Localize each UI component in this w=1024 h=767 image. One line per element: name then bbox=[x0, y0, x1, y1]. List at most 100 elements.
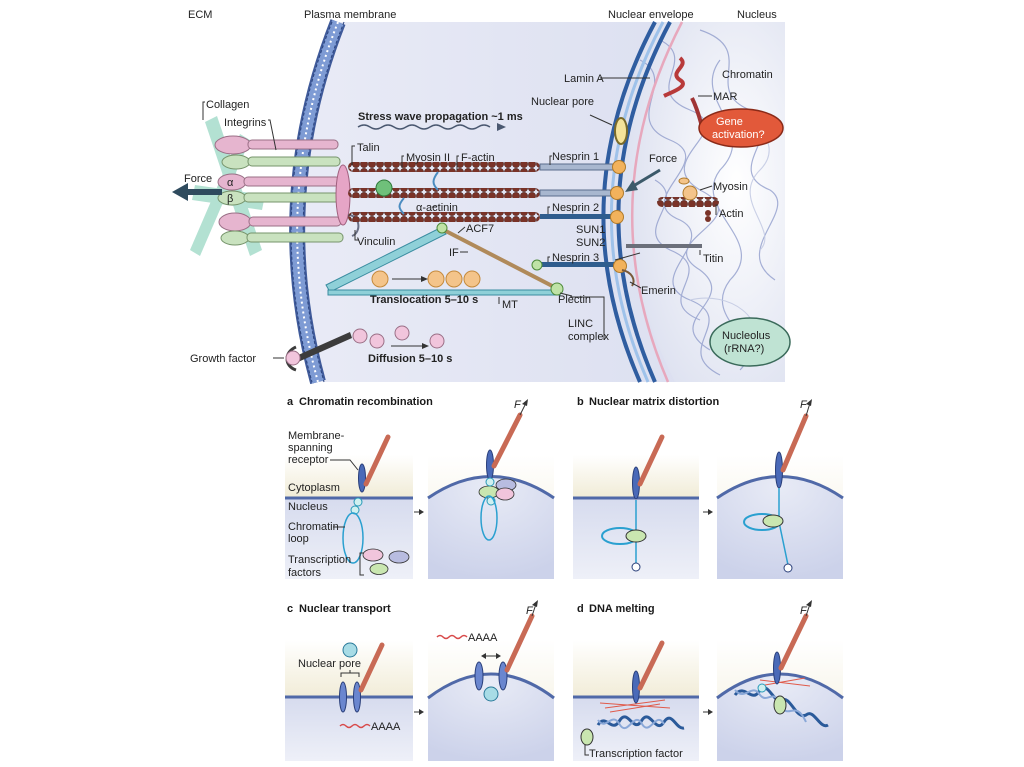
label-nesprin2: Nesprin 2 bbox=[552, 202, 599, 214]
label-actin: Actin bbox=[719, 208, 743, 220]
panel-b: b Nuclear matrix distortion F bbox=[573, 396, 844, 579]
label-plectin: Plectin bbox=[558, 294, 591, 306]
label-myosin-ii: Myosin II bbox=[406, 152, 450, 164]
gene-activation-bubble bbox=[698, 108, 784, 148]
label-f-actin: F-actin bbox=[461, 152, 495, 164]
panel-d-title: DNA melting bbox=[589, 603, 655, 615]
panel-d-force: F bbox=[800, 605, 808, 617]
intermediate-filament bbox=[439, 226, 561, 292]
panel-d: d DNA melting Transcription factor F bbox=[573, 600, 844, 761]
cargo-before bbox=[342, 642, 358, 658]
growth-factor-receptor bbox=[285, 332, 352, 372]
panel-c: c Nuclear transport Nuclear pore AAAA F … bbox=[285, 600, 555, 761]
nuclear-myosin bbox=[682, 185, 698, 201]
panel-a-cytoplasm: Cytoplasm bbox=[288, 482, 340, 494]
emerin bbox=[621, 269, 635, 287]
label-beta: β bbox=[227, 193, 233, 205]
alpha-actinin bbox=[432, 171, 439, 191]
myosin-ii bbox=[375, 179, 393, 197]
label-mt: MT bbox=[502, 299, 518, 311]
panel-a: a Chromatin recombination Membrane- span… bbox=[285, 396, 555, 579]
nuclear-pore bbox=[614, 117, 628, 145]
panel-c-letter: c bbox=[287, 603, 293, 615]
panel-d-letter: d bbox=[577, 603, 584, 615]
nuclear-envelope bbox=[601, 21, 684, 383]
nucleolus bbox=[709, 317, 791, 367]
label-talin: Talin bbox=[357, 142, 380, 154]
label-lamin-a: Lamin A bbox=[564, 73, 604, 85]
panel-a-tf-1: Transcription bbox=[288, 554, 351, 566]
label-sun1: SUN1 bbox=[576, 224, 605, 236]
label-force-nuclear: Force bbox=[649, 153, 677, 165]
label-nesprin1: Nesprin 1 bbox=[552, 151, 599, 163]
panel-c-force: F bbox=[526, 605, 534, 617]
translocating-cargo bbox=[371, 270, 481, 288]
label-nesprin3: Nesprin 3 bbox=[552, 252, 599, 264]
panel-a-receptor-2: spanning bbox=[288, 442, 333, 454]
titin bbox=[626, 244, 702, 248]
label-collagen: Collagen bbox=[206, 99, 249, 111]
panel-a-letter: a bbox=[287, 396, 294, 408]
panel-a-title: Chromatin recombination bbox=[299, 396, 433, 408]
panel-b-title: Nuclear matrix distortion bbox=[589, 396, 719, 408]
label-nuclear-envelope: Nuclear envelope bbox=[608, 9, 694, 21]
annotation-stress-wave: Stress wave propagation ~1 ms bbox=[358, 111, 523, 123]
label-nucleolus-2: (rRNA?) bbox=[724, 343, 764, 355]
panel-a-tf-2: factors bbox=[288, 567, 322, 579]
label-alpha-actinin: α-actinin bbox=[416, 202, 458, 214]
panel-d-transcription-factor: Transcription factor bbox=[589, 748, 683, 760]
label-vinculin: Vinculin bbox=[357, 236, 395, 248]
label-myosin: Myosin bbox=[713, 181, 748, 193]
panel-a-force: F bbox=[514, 399, 522, 411]
label-titin: Titin bbox=[703, 253, 723, 265]
main-panel: ECM Plasma membrane Nuclear envelope Nuc… bbox=[172, 9, 791, 385]
label-gene-activation-2: activation? bbox=[712, 129, 765, 141]
force-arrow-nuclear bbox=[625, 168, 661, 192]
leader-lines bbox=[202, 77, 718, 359]
label-integrins: Integrins bbox=[224, 117, 267, 129]
label-linc-line2: complex bbox=[568, 331, 609, 343]
label-acf7: ACF7 bbox=[466, 223, 494, 235]
stress-wave bbox=[357, 124, 491, 130]
label-emerin: Emerin bbox=[641, 285, 676, 297]
panel-a-chromatin-2: loop bbox=[288, 533, 309, 545]
label-mar: MAR bbox=[713, 91, 738, 103]
cargo-after bbox=[483, 686, 499, 702]
chromatin-red-segment bbox=[663, 56, 685, 98]
label-nucleolus-1: Nucleolus bbox=[722, 330, 771, 342]
panel-a-receptor-3: receptor bbox=[288, 454, 329, 466]
panel-a-chromatin-1: Chromatin bbox=[288, 521, 339, 533]
label-sun2: SUN2 bbox=[576, 237, 605, 249]
label-growth-factor: Growth factor bbox=[190, 353, 256, 365]
nuclear-actin bbox=[657, 197, 719, 207]
annotation-diffusion: Diffusion 5–10 s bbox=[368, 353, 452, 365]
label-force-left: Force bbox=[184, 173, 212, 185]
panel-c-title: Nuclear transport bbox=[299, 603, 391, 615]
label-alpha: α bbox=[227, 177, 234, 189]
label-linc-line1: LINC bbox=[568, 318, 593, 330]
label-ecm: ECM bbox=[188, 9, 212, 21]
diffusing-molecules bbox=[352, 325, 445, 349]
panel-a-nucleus: Nucleus bbox=[288, 501, 328, 513]
linc-complexes bbox=[610, 160, 627, 273]
panel-c-polya-before: AAAA bbox=[371, 721, 401, 733]
plectin bbox=[550, 282, 564, 296]
panel-a-receptor-1: Membrane- bbox=[288, 430, 345, 442]
panel-c-nuclear-pore: Nuclear pore bbox=[298, 658, 361, 670]
dna-helix-before bbox=[596, 715, 685, 730]
panel-b-letter: b bbox=[577, 396, 584, 408]
force-arrow-left bbox=[172, 183, 222, 201]
label-if: IF bbox=[449, 247, 459, 259]
label-nucleus: Nucleus bbox=[737, 9, 777, 21]
label-chromatin: Chromatin bbox=[722, 69, 773, 81]
actin-filaments bbox=[348, 162, 540, 222]
talin bbox=[335, 164, 351, 226]
panel-c-polya-after: AAAA bbox=[468, 632, 498, 644]
label-gene-activation-1: Gene bbox=[716, 116, 743, 128]
lamina bbox=[630, 21, 684, 383]
panel-b-force: F bbox=[800, 399, 808, 411]
label-nuclear-pore: Nuclear pore bbox=[531, 96, 594, 108]
label-plasma-membrane: Plasma membrane bbox=[304, 9, 396, 21]
annotation-translocation: Translocation 5–10 s bbox=[370, 294, 478, 306]
